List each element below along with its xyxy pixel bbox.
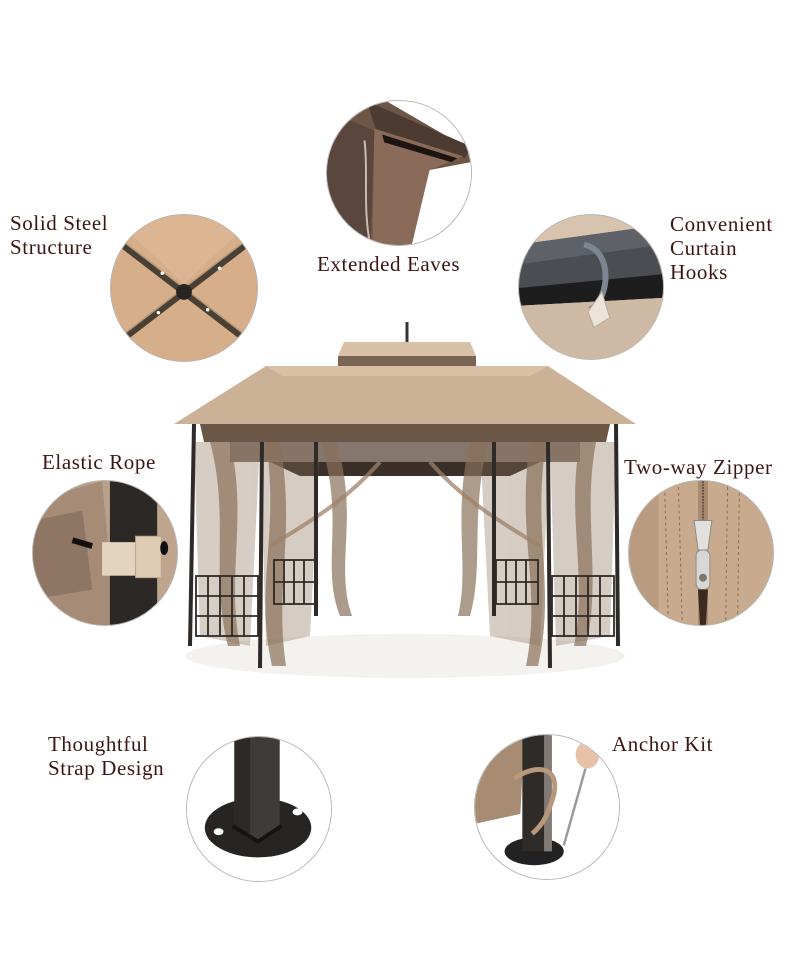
label-line: Curtain [670,236,738,260]
elastic-rope-icon [33,481,177,625]
label-anchor-kit: Anchor Kit [612,732,713,756]
label-thoughtful-strap-design: Thoughtful Strap Design [48,732,164,780]
strap-design-photo [186,736,332,882]
zipper-pull-icon [629,481,773,625]
post-base-plate-icon [187,737,331,881]
label-two-way-zipper: Two-way Zipper [624,455,773,479]
anchor-kit-photo [474,734,620,880]
label-line: Elastic Rope [42,450,156,474]
label-line: Anchor Kit [612,732,714,756]
label-line: Two-way Zipper [624,455,773,479]
elastic-rope-photo [32,480,178,626]
label-elastic-rope: Elastic Rope [42,450,156,474]
curtain-hook-icon [519,215,663,359]
label-line: Hooks [670,260,728,284]
curtain-hooks-photo [518,214,664,360]
solid-steel-structure-photo [110,214,258,362]
label-line: Structure [10,235,93,259]
label-extended-eaves: Extended Eaves [317,252,460,276]
two-way-zipper-photo [628,480,774,626]
label-line: Thoughtful [48,732,149,756]
label-line: Strap Design [48,756,165,780]
label-line: Convenient [670,212,773,236]
label-line: Solid Steel [10,211,109,235]
steel-frame-cross-icon [111,215,257,361]
gazebo-illustration [174,322,636,678]
eave-corner-icon [327,101,471,245]
label-convenient-curtain-hooks: Convenient Curtain Hooks [670,212,773,284]
extended-eaves-photo [326,100,472,246]
gazebo-main-photo [170,316,640,686]
anchor-stake-icon [475,735,619,879]
label-line: Extended Eaves [317,252,461,276]
label-solid-steel-structure: Solid Steel Structure [10,211,108,259]
